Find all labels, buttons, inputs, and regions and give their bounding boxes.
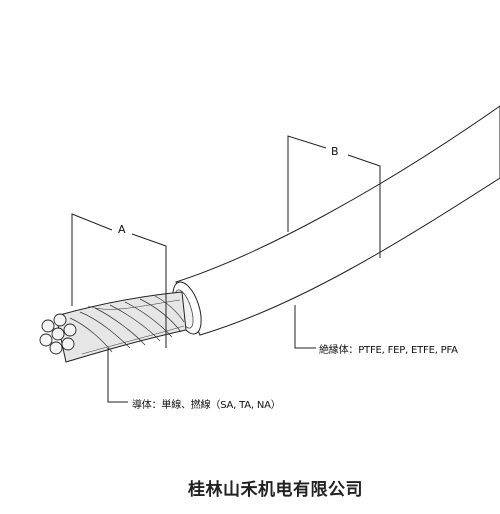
conductor-strand-ends [39, 313, 77, 355]
conductor-strand-twists [69, 295, 185, 355]
label-a: A [118, 223, 126, 236]
conductor-body [55, 291, 187, 363]
bracket-b [287, 135, 381, 258]
insulation-leader-line [294, 305, 316, 349]
cable-sheath [175, 105, 500, 336]
insulation-label: 絶縁体：PTFE, FEP, ETFE, PFA [319, 345, 458, 356]
conductor-label: 導体：単線、撚線（SA, TA, NA） [132, 400, 281, 411]
conductor-leader-line [107, 348, 128, 403]
company-watermark: 桂林山禾机电有限公司 [188, 480, 363, 500]
label-b: B [331, 145, 339, 158]
bracket-a [71, 213, 167, 348]
